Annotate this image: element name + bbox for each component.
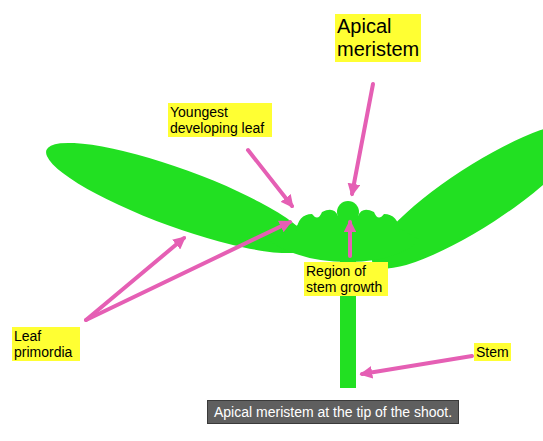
leader-arrow [352,84,373,194]
figure-caption: Apical meristem at the tip of the shoot. [207,400,459,424]
leader-arrow [348,222,352,256]
plant [37,103,543,388]
part-label: Region of stem growth [304,262,388,296]
leader-arrows [86,84,472,374]
leader-arrow [86,222,290,320]
part-label: Stem [474,343,511,361]
left-leaf [37,123,320,273]
part-label: Leaf primordia [12,327,80,361]
leader-arrow [362,356,472,374]
apical-meristem-dome [337,201,359,223]
leader-arrow [248,150,292,206]
part-label: Apical meristem [335,14,421,62]
part-label: Youngest developing leaf [168,103,272,137]
